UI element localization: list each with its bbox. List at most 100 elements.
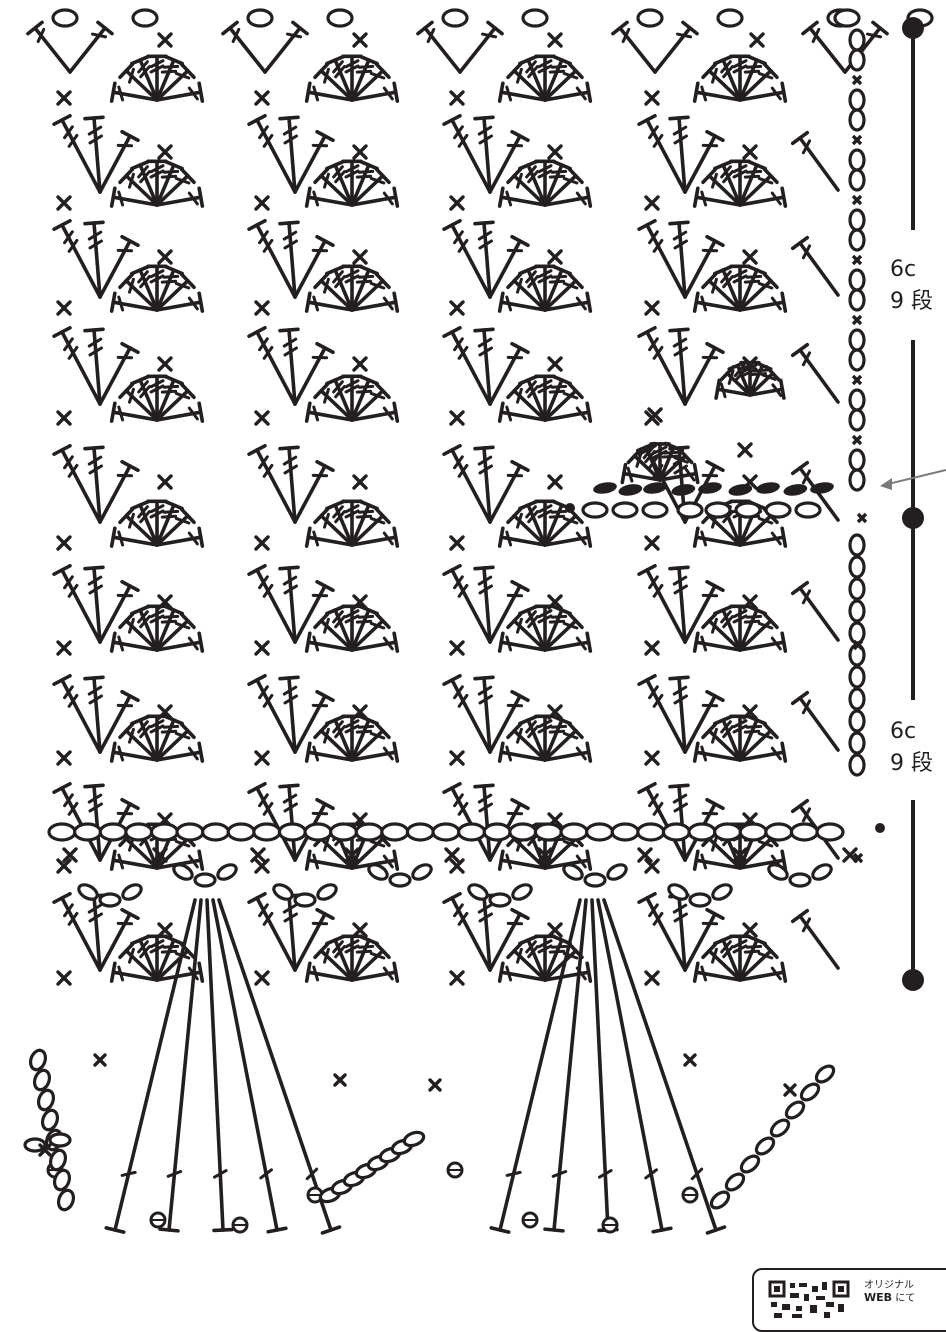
treble-crochet: [295, 910, 333, 970]
chain-stitch: [28, 1048, 48, 1072]
picot: [448, 1163, 462, 1177]
slip-stitch: [565, 503, 575, 513]
chain-stitch: [177, 824, 203, 840]
treble-crochet: [613, 22, 655, 72]
single-crochet: [646, 302, 658, 314]
chain-stitch: [723, 1171, 746, 1193]
chain-stitch: [740, 824, 766, 840]
chain-stitch: [53, 10, 77, 26]
chain-stitch: [151, 824, 177, 840]
chain-stitch: [638, 10, 662, 26]
treble-crochet: [803, 22, 845, 72]
single-crochet: [256, 302, 268, 314]
treble-crochet: [100, 910, 138, 970]
chain-stitch: [850, 270, 864, 290]
chain-stitch: [798, 1081, 821, 1103]
single-crochet: [256, 537, 268, 549]
chain-stitch: [850, 170, 864, 190]
treble-crochet: [545, 900, 586, 1231]
chain-stitch: [768, 1117, 791, 1139]
chain-stitch: [736, 503, 760, 517]
chain-stitch: [32, 1068, 52, 1092]
single-crochet: [451, 972, 463, 984]
chain-stitch: [331, 824, 357, 840]
chain-stitch: [850, 150, 864, 170]
single-crochet: [256, 752, 268, 764]
chain-stitch: [561, 824, 587, 840]
qr-caption: オリジナル WEB にて: [864, 1280, 915, 1305]
single-crochet: [549, 924, 561, 936]
chain-stitch: [850, 450, 864, 470]
chain-stitch: [738, 1153, 761, 1175]
lower-section-rows: 9 段: [890, 750, 933, 778]
chain-stitch: [356, 824, 382, 840]
single-crochet: [335, 1075, 345, 1085]
single-crochet: [646, 537, 658, 549]
single-crochet: [159, 358, 171, 370]
single-crochet: [256, 642, 268, 654]
single-crochet: [744, 924, 756, 936]
single-crochet: [853, 376, 861, 384]
chain-stitch: [75, 824, 101, 840]
single-crochet: [853, 316, 861, 324]
single-crochet: [853, 76, 861, 84]
chain-stitch: [40, 1108, 60, 1132]
chain-stitch: [585, 874, 605, 886]
chain-stitch: [443, 10, 467, 26]
single-crochet: [354, 476, 366, 488]
single-crochet: [744, 251, 756, 263]
chain-stitch: [817, 824, 843, 840]
treble-crochet: [490, 462, 528, 522]
single-crochet: [256, 412, 268, 424]
single-crochet: [646, 972, 658, 984]
chain-stitch: [850, 579, 864, 599]
chain-stitch: [248, 10, 272, 26]
chain-stitch: [484, 824, 510, 840]
single-crochet: [95, 1055, 105, 1065]
picot: [233, 1218, 247, 1232]
single-crochet: [159, 146, 171, 158]
single-crochet: [549, 476, 561, 488]
treble-crochet: [106, 900, 195, 1232]
chain-stitch: [753, 1135, 776, 1157]
chain-stitch: [271, 882, 294, 902]
pointer-arrow-head: [880, 478, 892, 490]
measure-endpoint: [902, 17, 924, 39]
single-crochet: [256, 197, 268, 209]
single-crochet: [744, 146, 756, 158]
single-crochet: [685, 1055, 695, 1065]
altered-rows-detail: [565, 409, 835, 517]
treble-crochet: [265, 22, 307, 72]
chain-stitch: [535, 824, 561, 840]
chain-stitch: [126, 824, 152, 840]
single-crochet: [58, 92, 70, 104]
chain-stitch: [813, 1063, 836, 1085]
chain-stitch: [850, 50, 864, 70]
treble-crochet: [592, 900, 617, 1230]
single-crochet: [646, 752, 658, 764]
single-crochet: [853, 256, 861, 264]
single-crochet: [646, 197, 658, 209]
single-crochet: [354, 251, 366, 263]
qr-code-icon[interactable]: [768, 1280, 854, 1320]
chain-stitch: [663, 824, 689, 840]
chain-stitch: [810, 862, 833, 882]
chain-stitch: [328, 10, 352, 26]
chain-stitch: [613, 503, 637, 517]
chain-stitch: [203, 824, 229, 840]
single-crochet: [785, 1085, 795, 1095]
chain-stitch: [490, 894, 510, 906]
chain-stitch: [587, 824, 613, 840]
chain-stitch: [850, 330, 864, 350]
chain-stitch: [49, 824, 75, 840]
qr-panel[interactable]: オリジナル WEB にて: [752, 1268, 946, 1332]
chain-stitch: [850, 90, 864, 110]
treble-crochet: [793, 133, 838, 190]
single-crochet: [751, 34, 763, 46]
single-crochet: [256, 972, 268, 984]
chain-stitch: [715, 824, 741, 840]
single-crochet: [739, 444, 751, 456]
treble-crochet: [160, 900, 201, 1231]
chain-stitch: [195, 874, 215, 886]
chain-stitch: [403, 1130, 426, 1148]
